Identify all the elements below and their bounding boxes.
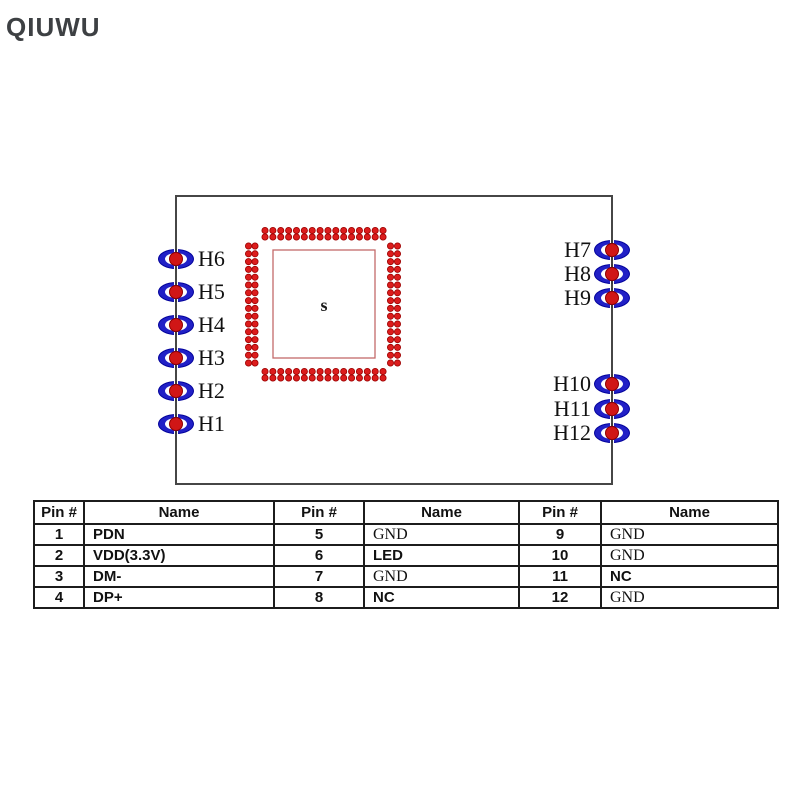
pad-label-h9: H9 (564, 285, 591, 310)
table-header-cell: Pin # (273, 500, 365, 525)
pin-number-cell: 7 (273, 565, 365, 588)
through-hole-pad-h4 (157, 315, 195, 335)
chip-body-outline (272, 249, 376, 359)
smd-pad-rows (245, 226, 401, 382)
pin-name-cell: GND (600, 544, 779, 567)
pin-name-cell: DP+ (83, 586, 275, 609)
through-hole-pad-h1 (157, 414, 195, 434)
pad-hole (605, 243, 619, 257)
pin-name-cell: NC (600, 565, 779, 588)
pad-hole (605, 401, 619, 416)
through-hole-pad-h9 (593, 288, 631, 308)
pad-label-h12: H12 (553, 420, 591, 445)
through-hole-pad-h6 (157, 249, 195, 269)
pad-hole (169, 351, 183, 365)
pin-number-cell: 5 (273, 523, 365, 546)
table-header-cell: Name (83, 500, 275, 525)
pad-hole (605, 267, 619, 281)
pad-label-h6: H6 (198, 246, 225, 271)
through-hole-pad-h12 (593, 423, 631, 443)
table-header-cell: Pin # (33, 500, 85, 525)
pad-hole (169, 417, 183, 431)
pin-number-cell: 2 (33, 544, 85, 567)
pin-name-cell: PDN (83, 523, 275, 546)
through-hole-pad-h2 (157, 381, 195, 401)
through-hole-pad-h5 (157, 282, 195, 302)
pin-number-cell: 11 (518, 565, 602, 588)
pad-label-h1: H1 (198, 411, 225, 436)
pad-label-h3: H3 (198, 345, 225, 370)
pin-number-cell: 6 (273, 544, 365, 567)
pin-name-cell: GND (363, 523, 520, 546)
through-hole-pad-h8 (593, 264, 631, 284)
pad-hole (169, 252, 183, 266)
pin-number-cell: 3 (33, 565, 85, 588)
pad-hole (169, 384, 183, 398)
pad-hole (605, 291, 619, 305)
pin-number-cell: 4 (33, 586, 85, 609)
pin-number-cell: 1 (33, 523, 85, 546)
pad-label-h11: H11 (553, 395, 591, 421)
through-hole-pad-h10 (593, 374, 631, 394)
pad-hole (169, 318, 183, 332)
pad-hole (169, 285, 183, 299)
pin-number-cell: 10 (518, 544, 602, 567)
through-hole-pad-h7 (593, 240, 631, 260)
pad-label-h4: H4 (198, 312, 225, 337)
pin-number-cell: 9 (518, 523, 602, 546)
pad-label-h10: H10 (553, 371, 591, 396)
brand-watermark: QIUWU (6, 12, 101, 42)
pad-label-h8: H8 (564, 261, 591, 286)
pad-hole (605, 426, 619, 440)
pin-name-cell: LED (363, 544, 520, 567)
pin-number-cell: 8 (273, 586, 365, 609)
pad-hole (605, 377, 619, 391)
chip-label: s (320, 295, 327, 315)
table-header-cell: Name (600, 500, 779, 525)
pin-number-cell: 12 (518, 586, 602, 609)
pad-label-h7: H7 (564, 237, 591, 262)
pin-name-cell: GND (363, 565, 520, 588)
through-hole-pad-h3 (157, 348, 195, 368)
table-header-cell: Pin # (518, 500, 602, 525)
chip-footprint: s (245, 226, 401, 382)
table-header-cell: Name (363, 500, 520, 525)
pin-name-cell: VDD(3.3V) (83, 544, 275, 567)
pin-name-cell: GND (600, 586, 779, 609)
pad-label-h5: H5 (198, 279, 225, 304)
pin-name-cell: NC (363, 586, 520, 609)
pin-name-cell: DM- (83, 565, 275, 588)
pin-name-cell: GND (600, 523, 779, 546)
pad-label-h2: H2 (198, 378, 225, 403)
through-hole-pad-h11 (593, 398, 631, 419)
